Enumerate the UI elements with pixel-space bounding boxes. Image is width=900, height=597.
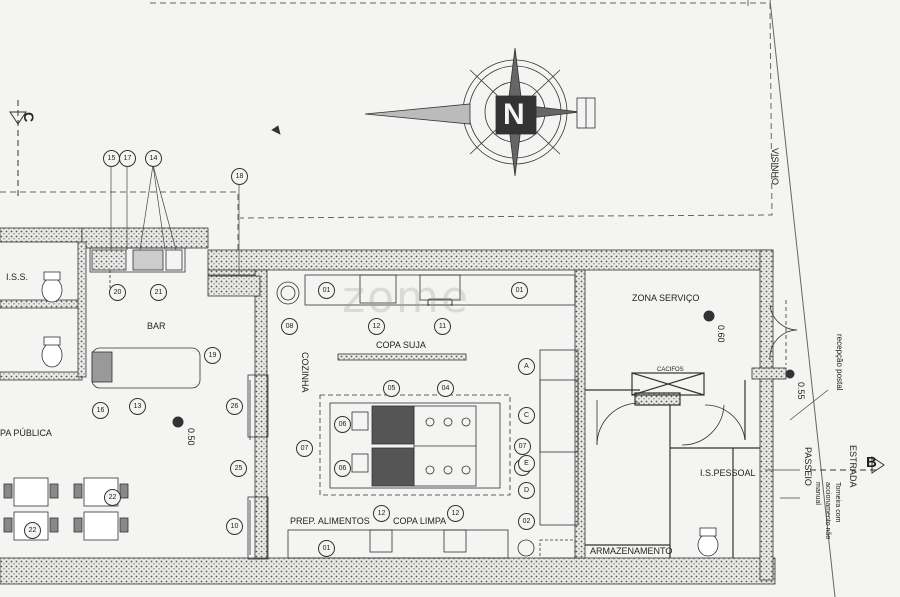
equipment-tag: 12 (373, 505, 390, 522)
bar-fixtures (89, 247, 269, 560)
door-swings (249, 300, 798, 555)
equipment-tag: 12 (368, 318, 385, 335)
equipment-tag: 22 (24, 522, 41, 539)
room-label-iss: I.S.S. (6, 272, 29, 282)
equipment-tag: 11 (434, 318, 451, 335)
equipment-tag: 10 (226, 518, 243, 535)
label-recepcao-postal: recepção postal (835, 334, 844, 391)
equipment-tag: 20 (109, 284, 126, 301)
equipment-tag: 12 (447, 505, 464, 522)
tag-leaders (110, 164, 829, 499)
equipment-tag: 15 (103, 150, 120, 167)
equipment-tag: 07 (514, 438, 531, 455)
neighbour-boundary (0, 0, 773, 250)
equipment-tag: 13 (129, 398, 146, 415)
equipment-tag: 01 (511, 282, 528, 299)
label-passeio: PASSEIO (803, 447, 813, 486)
label-visinho: VISINHO (770, 148, 780, 186)
equipment-tag: 25 (230, 460, 247, 477)
partitions (585, 372, 760, 558)
equipment-tag: 21 (150, 284, 167, 301)
dimension-060: 0.60 (716, 325, 726, 343)
section-mark-c: C (21, 111, 38, 123)
equipment-tag: 05 (383, 380, 400, 397)
north-letter: N (503, 98, 525, 131)
equipment-tag: 26 (226, 398, 243, 415)
iss-toilets (41, 271, 719, 557)
equipment-tag: 01 (318, 282, 335, 299)
room-label-armazenamento: ARMAZENAMENTO (590, 546, 673, 556)
equipment-tag: 18 (231, 168, 248, 185)
north-arrow-icon (271, 47, 596, 177)
room-label-copa-limpa: COPA LIMPA (393, 516, 447, 526)
room-label-zona-servico: ZONA SERVIÇO (632, 293, 700, 303)
equipment-tag: 16 (92, 402, 109, 419)
equipment-tag: 22 (104, 489, 121, 506)
equipment-tag: 06 (334, 460, 351, 477)
equipment-tag: A (518, 358, 535, 375)
room-label-bar: BAR (147, 321, 166, 331)
room-label-prep-alimentos: PREP. ALIMENTOS (290, 516, 370, 526)
dining-tables (3, 477, 129, 541)
equipment-tag: 02 (518, 513, 535, 530)
exterior-walls (0, 227, 787, 585)
watermark: zome (342, 272, 470, 323)
equipment-tag: 01 (318, 540, 335, 557)
equipment-tag: 07 (296, 440, 313, 457)
dimension-055: 0.55 (796, 382, 806, 400)
room-label-cacifos: CACIFOS (657, 367, 684, 373)
equipment-tag: D (518, 482, 535, 499)
equipment-tag: 17 (119, 150, 136, 167)
property-line (769, 0, 836, 597)
equipment-tag: 08 (281, 318, 298, 335)
equipment-tag: 04 (437, 380, 454, 397)
room-label-copa-suja: COPA SUJA (376, 340, 426, 350)
equipment-tag: 19 (204, 347, 221, 364)
section-markers (9, 100, 885, 474)
section-mark-b: B (866, 454, 877, 471)
room-label-zona-publica: PA PÚBLICA (0, 428, 52, 438)
equipment-tag: E (518, 455, 535, 472)
label-estrada: ESTRADA (848, 445, 858, 488)
dimension-050: 0.50 (186, 428, 196, 446)
equipment-tag: C (518, 407, 535, 424)
room-label-is-pessoal: I.S.PESSOAL (700, 468, 756, 478)
equipment-tag: 14 (145, 150, 162, 167)
label-torneira: Torneira com accionamento não manual (814, 482, 841, 540)
kitchen-equipment (276, 274, 579, 559)
equipment-tag: 06 (334, 416, 351, 433)
room-label-cozinha: COZINHA (300, 352, 310, 393)
